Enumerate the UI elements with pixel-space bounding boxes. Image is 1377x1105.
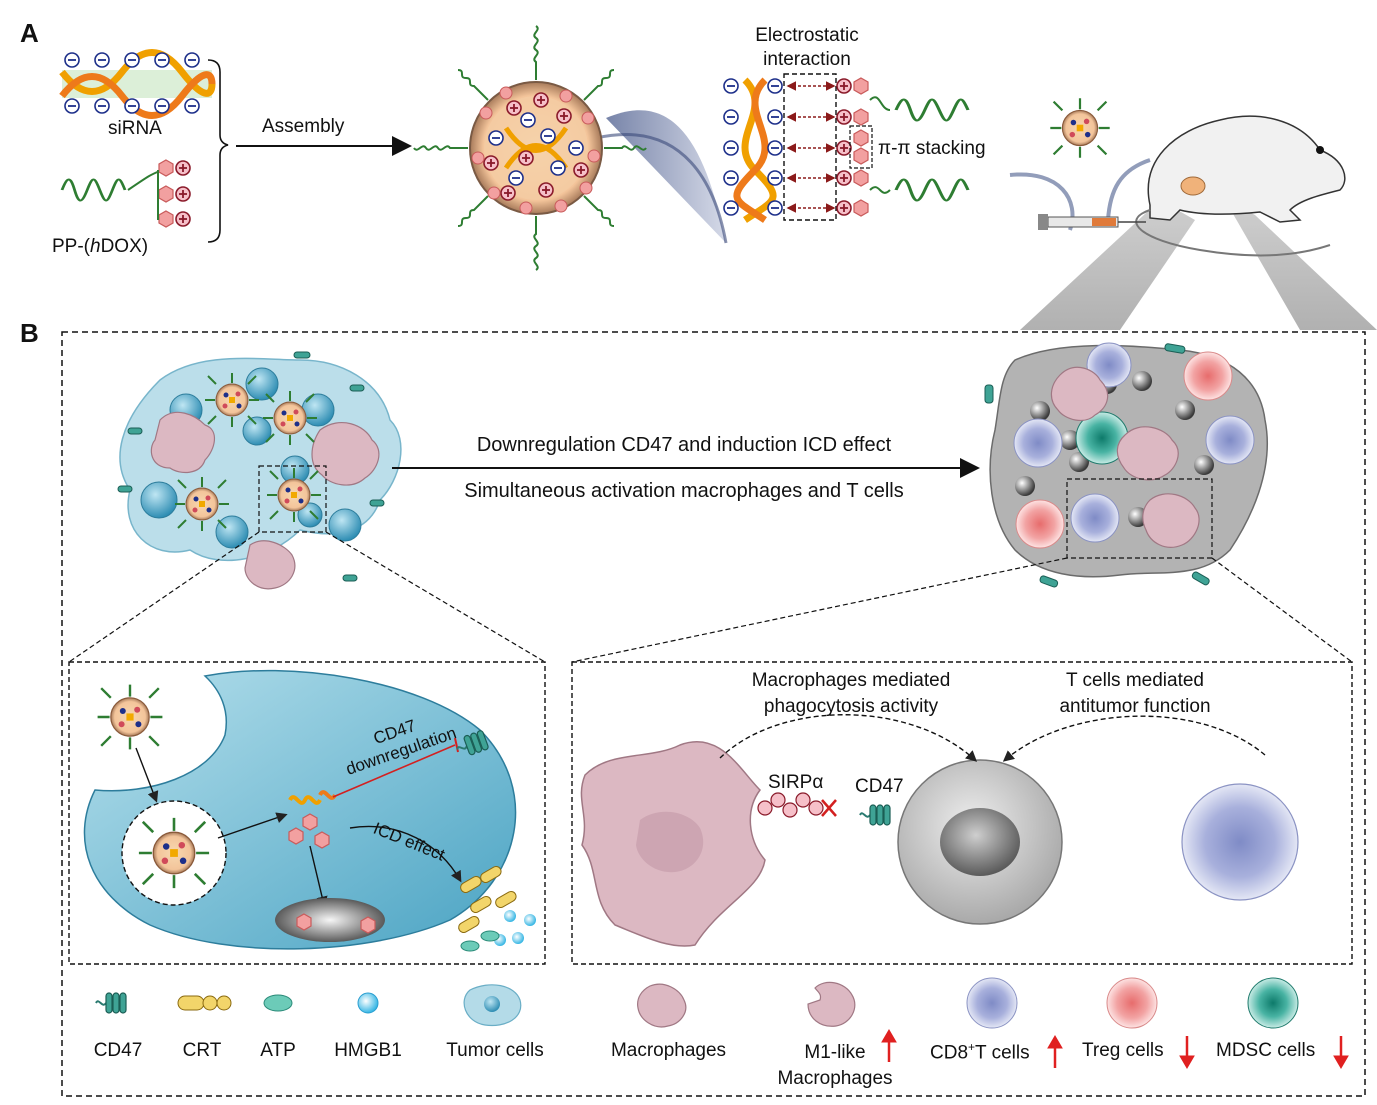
legend-label-tumor-cells: Tumor cells: [446, 1040, 544, 1061]
arrow-label-top: Downregulation CD47 and induction ICD ef…: [476, 434, 892, 456]
trend-down-icon: [1179, 1036, 1195, 1069]
legend-m1-line2: Macrophages: [777, 1068, 893, 1089]
trend-down-icon: [1333, 1036, 1349, 1069]
electrostatic-line2: interaction: [763, 49, 851, 70]
trend-up-icon: [881, 1029, 897, 1062]
sirna-label: siRNA: [108, 118, 162, 139]
trend-up-icon: [1047, 1035, 1063, 1068]
legend-label-treg: Treg cells: [1082, 1040, 1164, 1061]
pp-hdox-prefix: PP-(: [52, 236, 90, 257]
legend-label-hmgb1: HMGB1: [334, 1040, 402, 1061]
legend-label-crt: CRT: [182, 1040, 222, 1061]
legend-label-cd47: CD47: [93, 1040, 143, 1061]
tcell-mediated-label: T cells mediated antitumor function: [1010, 668, 1260, 720]
pp-hdox-suffix: DOX): [100, 236, 149, 257]
pi-stacking-box: [849, 125, 873, 169]
inset-left-frame: [68, 661, 546, 965]
m1-macrophage-icon: [807, 981, 856, 1027]
nanoparticle: [413, 25, 728, 271]
legend-label-atp: ATP: [260, 1040, 296, 1061]
inset-right-frame: [571, 661, 1353, 965]
pp-hdox-polymer: [60, 159, 191, 228]
macro-mediated-line2: phagocytosis activity: [763, 696, 939, 717]
cd47-icon: [95, 992, 127, 1014]
electrostatic-label: Electrostatic interaction: [722, 24, 892, 72]
legend-m1-line1: M1-like: [804, 1042, 866, 1063]
legend-label-m1: M1-like Macrophages: [760, 1040, 910, 1092]
crt-icon: [177, 995, 232, 1011]
macro-mediated-line1: Macrophages mediated: [751, 670, 951, 691]
panel-b-frame: [61, 331, 1366, 1097]
tumor-cell-icon: [463, 984, 522, 1027]
zoom-box-right: [1066, 478, 1213, 559]
inset-left-tumor-cell: [83, 669, 536, 952]
pp-hdox-label: PP-(hDOX): [52, 236, 148, 258]
pi-stacking-label: π-π stacking: [878, 138, 986, 159]
legend-cd8-rest: T cells: [975, 1042, 1030, 1064]
legend-cd8-main: CD8: [930, 1042, 969, 1064]
zoom-connectors: [68, 531, 1353, 663]
mouse-injection: [1009, 97, 1377, 330]
panel-b-letter: B: [20, 318, 39, 348]
arrow-label-bottom: Simultaneous activation macrophages and …: [464, 480, 904, 502]
legend-cd8-sup: +: [968, 1040, 976, 1054]
panel-a: [59, 25, 1377, 330]
legend-label-mdsc: MDSC cells: [1216, 1040, 1316, 1061]
inset-right-interaction: [580, 714, 1299, 947]
legend-label-cd8: CD8+T cells: [930, 1040, 1030, 1064]
mdsc-cell-icon: [1247, 977, 1299, 1029]
electrostatic-box: [783, 73, 837, 221]
macrophage-icon: [637, 983, 687, 1028]
legend-label-macrophages: Macrophages: [610, 1040, 727, 1061]
tcell-mediated-line1: T cells mediated: [1066, 670, 1204, 691]
zoom-box-left: [258, 465, 327, 533]
interaction-schematic: [723, 73, 970, 223]
pp-hdox-italic: h: [90, 236, 101, 257]
trend-arrows: [881, 1029, 1349, 1069]
tumor-cluster: [117, 351, 402, 590]
legend: [95, 977, 1349, 1069]
panel-a-letter: A: [20, 18, 39, 48]
cd47-inset-label: CD47: [855, 776, 904, 797]
electrostatic-line1: Electrostatic: [755, 25, 859, 46]
hmgb1-icon: [357, 992, 379, 1014]
assembly-bracket: [207, 59, 229, 243]
assembly-label: Assembly: [262, 116, 345, 137]
sirpa-label: SIRPα: [768, 772, 824, 793]
atp-icon: [263, 994, 293, 1012]
cd8-t-cell-icon: [966, 977, 1018, 1029]
treg-cell-icon: [1106, 977, 1158, 1029]
macrophage-mediated-label: Macrophages mediated phagocytosis activi…: [706, 668, 996, 720]
activated-tumor-cluster: [984, 342, 1269, 588]
tcell-mediated-line2: antitumor function: [1059, 696, 1211, 717]
panel-b: [61, 331, 1366, 1097]
sirna-helix: [59, 49, 216, 119]
